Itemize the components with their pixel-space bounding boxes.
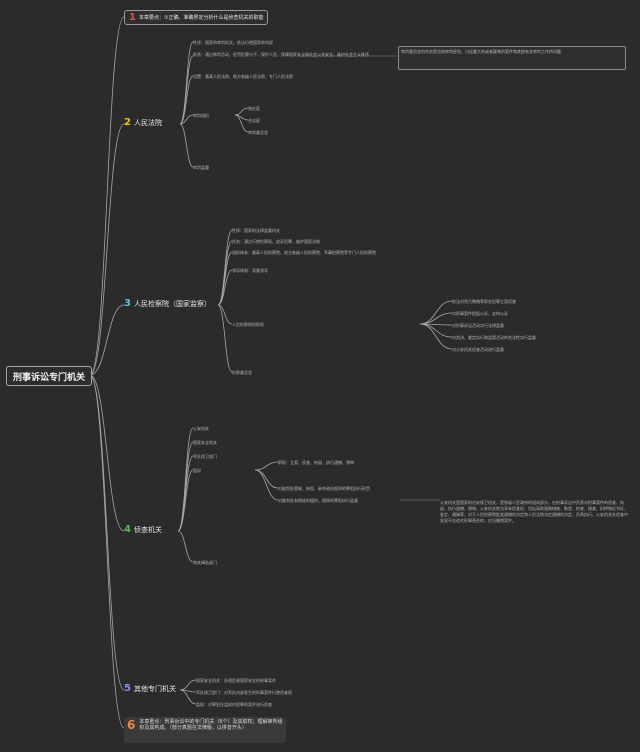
link-root-b3 <box>89 304 125 376</box>
link-b2-c1 <box>179 55 194 125</box>
branch-5-number: 5 <box>124 683 131 694</box>
inv-sub-2: 对被判处管制、拘役、剥夺政治权利的罪犯执行刑罚 <box>278 486 370 491</box>
link-b2-sub2 <box>234 114 249 133</box>
proc-right-5: 对公安机关侦查活动进行监督 <box>452 347 504 352</box>
branch-1-number: 1 <box>129 12 136 23</box>
proc-item-5: 人民检察院的职权 <box>232 322 264 327</box>
proc-item-4: 领导体制：双重领导 <box>232 268 268 273</box>
inv-item-5: 海关缉私部门 <box>193 560 217 565</box>
link-b2-c4 <box>179 123 194 168</box>
link-b2-c3 <box>179 114 194 125</box>
link-b4-c1 <box>177 441 194 532</box>
court-item-5: 审判监督 <box>193 165 209 170</box>
link-b4-c2 <box>177 455 194 532</box>
branch-3-number: 3 <box>124 298 131 309</box>
court-sub-2: 合议庭 <box>248 118 260 123</box>
link-b2-c2 <box>179 75 194 125</box>
branch-4-label: 侦查机关 <box>133 525 162 534</box>
court-item-4: 审判组织 <box>193 113 209 118</box>
link-b3-c3 <box>217 269 233 306</box>
proc-item-3: 组织体系：最高人民检察院、地方各级人民检察院、军事检察院等专门人民检察院 <box>232 250 376 255</box>
branch-2-node[interactable]: 2 人民法院 <box>124 117 162 128</box>
branch-2-number: 2 <box>124 117 131 128</box>
link-b3-r1 <box>419 312 453 325</box>
link-b2-c0 <box>179 41 194 125</box>
link-root-b1 <box>89 16 125 376</box>
link-b4-c4 <box>177 530 194 563</box>
inv-sub-3: 对被判处有期徒刑缓刑、假释的罪犯执行监督 <box>278 498 358 503</box>
branch-5-label: 其他专门机关 <box>133 684 176 693</box>
inv-item-4: 监狱 <box>193 468 201 473</box>
root-node[interactable]: 刑事诉讼专门机关 <box>6 366 92 386</box>
link-b3-c1 <box>217 240 233 306</box>
link-b5-c2 <box>179 689 197 705</box>
branch-2-label: 人民法院 <box>133 118 162 127</box>
other-item-3: 监狱：对罪犯在监狱内犯罪的案件进行侦查 <box>196 702 272 707</box>
inv-item-3: 军队保卫部门 <box>193 454 217 459</box>
branch-3-node[interactable]: 3 人民检察院（国家监察） <box>124 298 211 309</box>
court-item-1: 性质：国家的审判机关，依法行使国家审判权 <box>193 40 273 45</box>
proc-item-6: 检察委员会 <box>232 370 252 375</box>
branch-3-label: 人民检察院（国家监察） <box>133 299 211 308</box>
branch-6-number: 6 <box>127 718 136 732</box>
branch-4-number: 4 <box>124 524 131 535</box>
branch-6-node[interactable]: 6 本章重点：刑事诉讼中的专门机关（6个）及其职权；理解审判组织及其构成。（部分… <box>124 717 286 743</box>
proc-right-1: 依法对贪污贿赂等职务犯罪立案侦查 <box>452 299 516 304</box>
link-root-b2 <box>89 123 125 376</box>
inv-item-1: 公安机关 <box>193 426 209 431</box>
branch-6-label: 本章重点：刑事诉讼中的专门机关（6个）及其职权；理解审判组织及其构成。（部分真题… <box>139 719 283 731</box>
court-sub-1: 独任庭 <box>248 106 260 111</box>
branch-1-label: 本章要点：①正确、准确界定分析什么是侦查机关的职能 <box>138 15 264 21</box>
inv-long-note: 公安机关是国家的治安保卫机关，是各级人民政府的组成部分，在刑事诉讼中负责对刑事案… <box>440 500 628 523</box>
link-root-b6 <box>89 374 125 729</box>
link-b3-c0 <box>217 229 233 306</box>
branch-1-node[interactable]: 1 本章要点：①正确、准确界定分析什么是侦查机关的职能 <box>124 10 269 25</box>
other-item-1: 国家安全机关：办理危害国家安全的刑事案件 <box>196 678 276 683</box>
court-item-2: 职责：通过审判活动，惩罚犯罪分子，保护人民，保障国家安全和社会公共安全，维护社会… <box>193 52 369 57</box>
branch-5-node[interactable]: 5 其他专门机关 <box>124 683 176 694</box>
proc-right-2: 对刑事案件提起公诉、支持公诉 <box>452 311 508 316</box>
proc-right-3: 对刑事诉讼活动实行法律监督 <box>452 323 504 328</box>
court-note-box: 审判委员会的任务是总结审判经验，讨论重大的或者疑难的案件和其他有关审判工作的问题 <box>398 46 626 70</box>
inv-item-2: 国家安全机关 <box>193 440 217 445</box>
link-b3-c5 <box>217 304 233 373</box>
link-root-b5 <box>89 374 125 691</box>
branch-4-node[interactable]: 4 侦查机关 <box>124 524 162 535</box>
proc-item-1: 性质：国家的法律监督机关 <box>232 228 280 233</box>
proc-item-2: 任务：通过行使检察权，追诉犯罪，维护国家法制 <box>232 239 320 244</box>
link-b4-c0 <box>177 427 194 532</box>
link-b3-r4 <box>419 323 453 350</box>
link-b4-c3 <box>177 469 194 532</box>
proc-right-4: 对判决、裁定执行和监管活动的合法性实行监督 <box>452 335 536 340</box>
link-root-b4 <box>89 374 125 532</box>
court-sub-3: 审判委员会 <box>248 130 268 135</box>
court-item-3: 设置：最高人民法院、地方各级人民法院、专门人民法院 <box>193 74 293 79</box>
link-b3-c4 <box>217 304 233 325</box>
other-item-2: 军队保卫部门：对军队内部发生的刑事案件行使侦查权 <box>196 690 292 695</box>
link-b4-sub0 <box>254 461 279 471</box>
link-b4-sub2 <box>254 469 279 501</box>
link-b5-c0 <box>179 679 197 691</box>
link-b3-r0 <box>419 300 453 325</box>
link-b3-r3 <box>419 323 453 338</box>
inv-sub-1: 职权：立案、侦查、拘留、执行逮捕、预审 <box>278 460 354 465</box>
link-b3-c2 <box>217 251 233 306</box>
